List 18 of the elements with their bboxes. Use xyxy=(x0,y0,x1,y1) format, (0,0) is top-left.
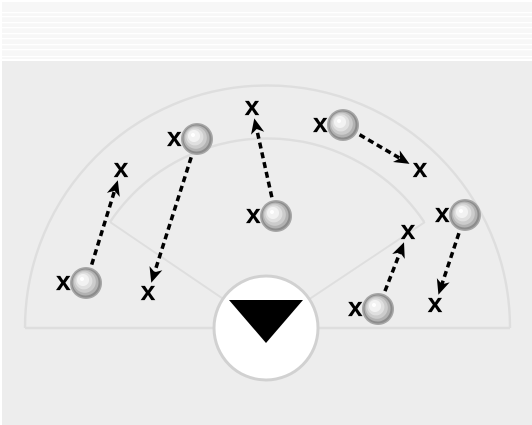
x-mark: x xyxy=(166,132,182,146)
x-mark: x xyxy=(400,224,416,240)
x-mark: x xyxy=(428,298,442,312)
ball xyxy=(449,199,481,231)
x-mark: x xyxy=(434,208,450,222)
x-mark: x xyxy=(114,162,128,178)
x-mark: x xyxy=(312,118,328,132)
x-mark: x xyxy=(246,208,261,224)
ball xyxy=(327,109,359,141)
x-mark: x xyxy=(56,276,71,290)
ball xyxy=(70,267,102,299)
ball xyxy=(260,200,292,232)
x-mark: x xyxy=(140,286,156,300)
x-mark: x xyxy=(412,162,428,178)
ball xyxy=(181,123,213,155)
x-mark: x xyxy=(348,302,363,316)
x-mark: x xyxy=(244,100,260,116)
ball xyxy=(362,293,394,325)
